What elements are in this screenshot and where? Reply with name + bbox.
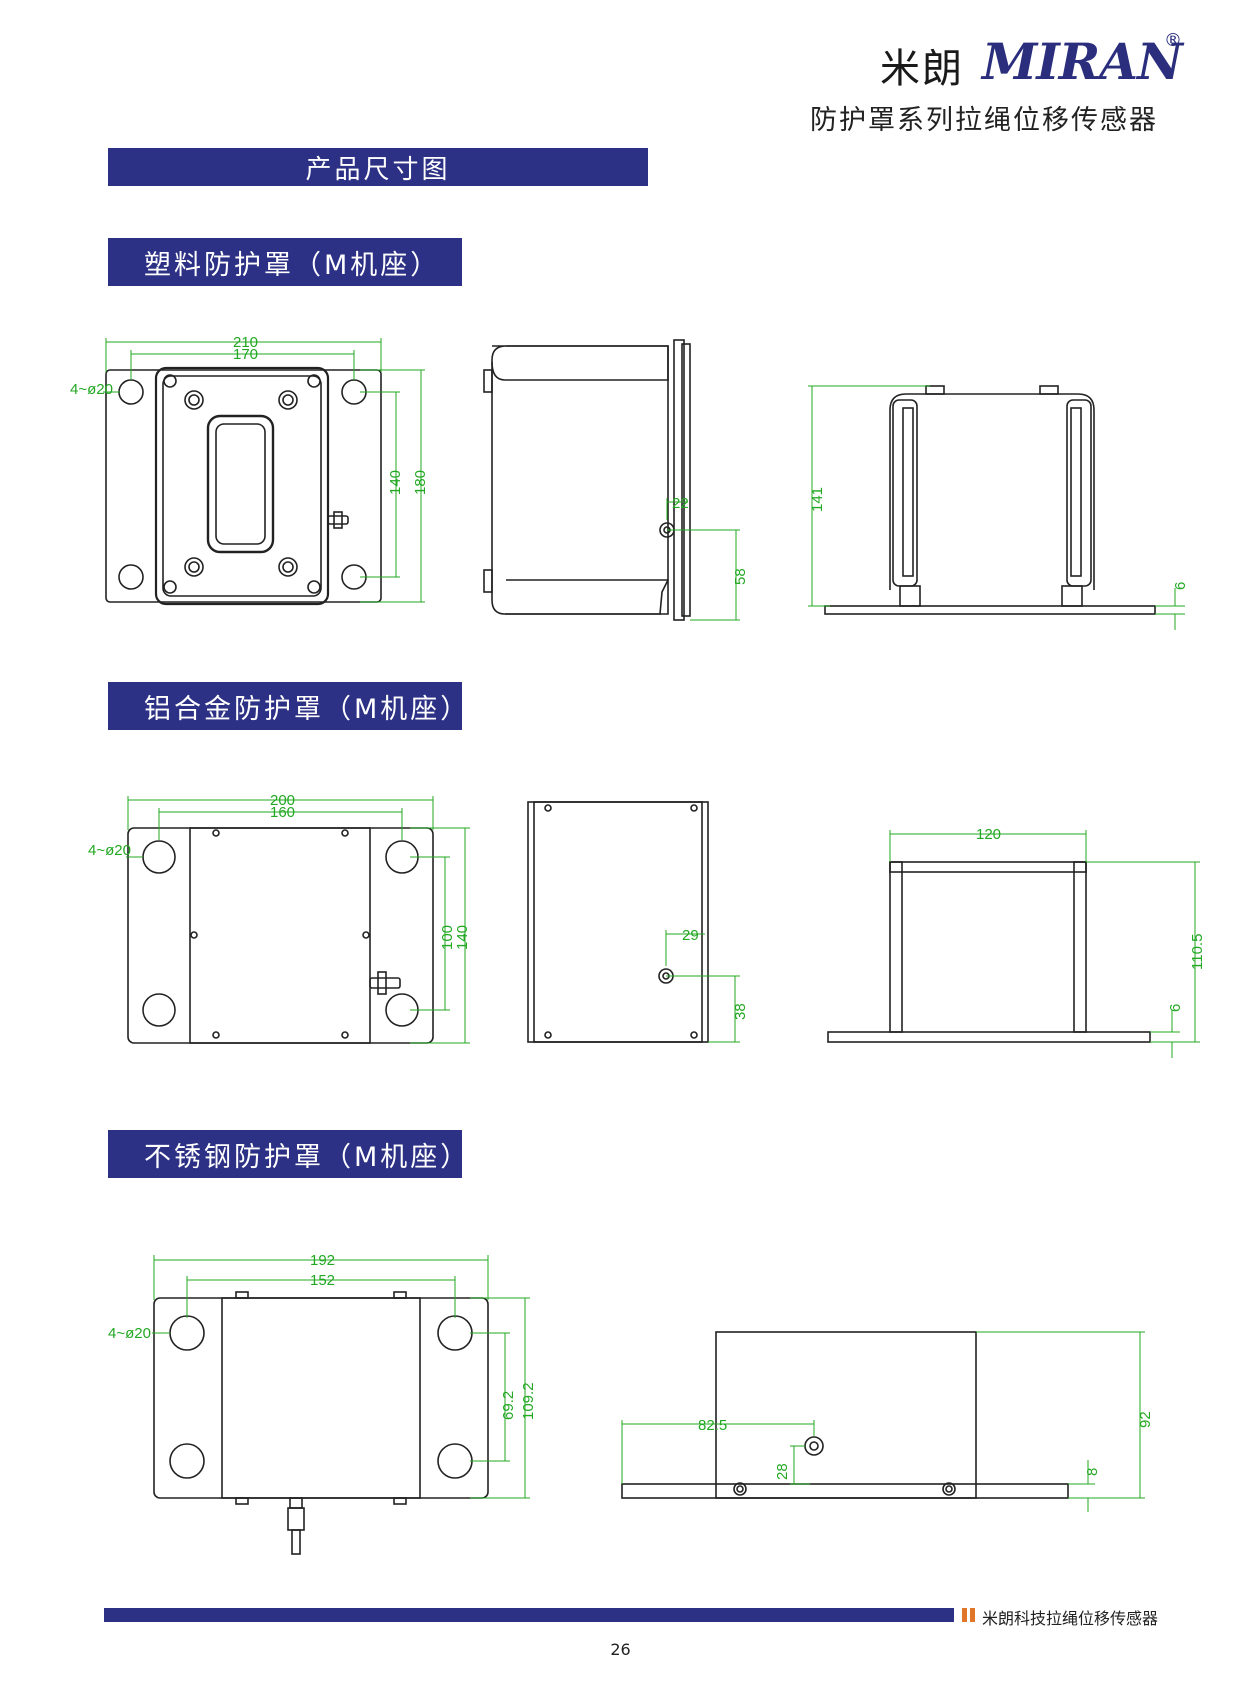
dim-stainless-hole-y: 28 [774, 1463, 791, 1480]
brand-chinese-name: 米朗 [880, 46, 964, 92]
dim-stainless-width-inner: 152 [310, 1272, 335, 1289]
dim-aluminum-total-height: 110.5 [1189, 934, 1206, 970]
dim-aluminum-hole-y: 38 [732, 1003, 749, 1020]
dim-aluminum-holes: 4~ø20 [88, 842, 131, 859]
plastic-side-view [483, 339, 691, 621]
aluminum-top-view [127, 827, 434, 1044]
dim-stainless-height-outer: 109.2 [520, 1382, 537, 1420]
main-title-banner: 产品尺寸图 [108, 148, 648, 186]
stainless-front-dims [621, 1331, 1145, 1512]
dim-plastic-holes: 4~ø20 [70, 381, 113, 398]
dim-stainless-total-height: 92 [1137, 1411, 1154, 1428]
brand-logo: MIRAN [982, 32, 1183, 91]
dim-stainless-height-inner: 69.2 [500, 1391, 517, 1420]
footer-text: 米朗科技拉绳位移传感器 [982, 1609, 1159, 1628]
dim-aluminum-hole-x: 29 [682, 927, 699, 944]
dim-aluminum-width-inner: 160 [270, 804, 295, 821]
section-title-aluminum: 铝合金防护罩（M机座） [108, 682, 467, 730]
footer-bar [104, 1608, 954, 1622]
aluminum-front-view [827, 861, 1151, 1043]
dim-stainless-offset: 82.5 [698, 1417, 727, 1434]
dim-plastic-plate: 6 [1172, 582, 1189, 590]
page-number: 26 [610, 1640, 631, 1659]
stainless-top-view [153, 1291, 489, 1555]
plastic-front-view [824, 385, 1156, 615]
stainless-top-dims [152, 1255, 530, 1499]
stainless-front-view [621, 1331, 1069, 1499]
dim-aluminum-height-outer: 140 [454, 925, 471, 950]
plastic-front-dims [808, 385, 1185, 630]
dim-plastic-hole-y: 58 [732, 568, 749, 585]
dim-plastic-hole-x: 22 [672, 495, 689, 512]
dim-plastic-height-outer: 180 [412, 470, 429, 495]
plastic-side-dims [666, 498, 740, 621]
plastic-top-view [105, 366, 382, 606]
footer-accent [962, 1608, 967, 1622]
dim-stainless-holes: 4~ø20 [108, 1325, 151, 1342]
series-subtitle: 防护罩系列拉绳位移传感器 [810, 105, 1158, 136]
dim-plastic-width-outer: 210 [233, 334, 258, 351]
aluminum-side-dims [665, 930, 740, 1043]
dim-plastic-width-inner: 170 [233, 346, 258, 363]
aluminum-side-view [527, 801, 709, 1043]
section-title-stainless: 不锈钢防护罩（M机座） [108, 1130, 467, 1178]
dim-aluminum-width: 120 [976, 826, 1001, 843]
dim-plastic-height-inner: 140 [387, 470, 404, 495]
dim-aluminum-plate: 6 [1167, 1004, 1184, 1012]
aluminum-front-dims [889, 830, 1200, 1058]
dim-stainless-plate: 8 [1084, 1468, 1101, 1476]
dim-plastic-total-height: 141 [809, 487, 826, 512]
dim-aluminum-height-inner: 100 [439, 925, 456, 950]
dim-stainless-width-outer: 192 [310, 1252, 335, 1269]
dim-aluminum-width-outer: 200 [270, 792, 295, 809]
aluminum-top-dims [126, 796, 470, 1044]
plastic-top-dims [103, 338, 425, 603]
registered-mark: ® [1164, 30, 1182, 51]
section-title-plastic: 塑料防护罩（M机座） [108, 238, 462, 286]
footer-accent [970, 1608, 975, 1622]
